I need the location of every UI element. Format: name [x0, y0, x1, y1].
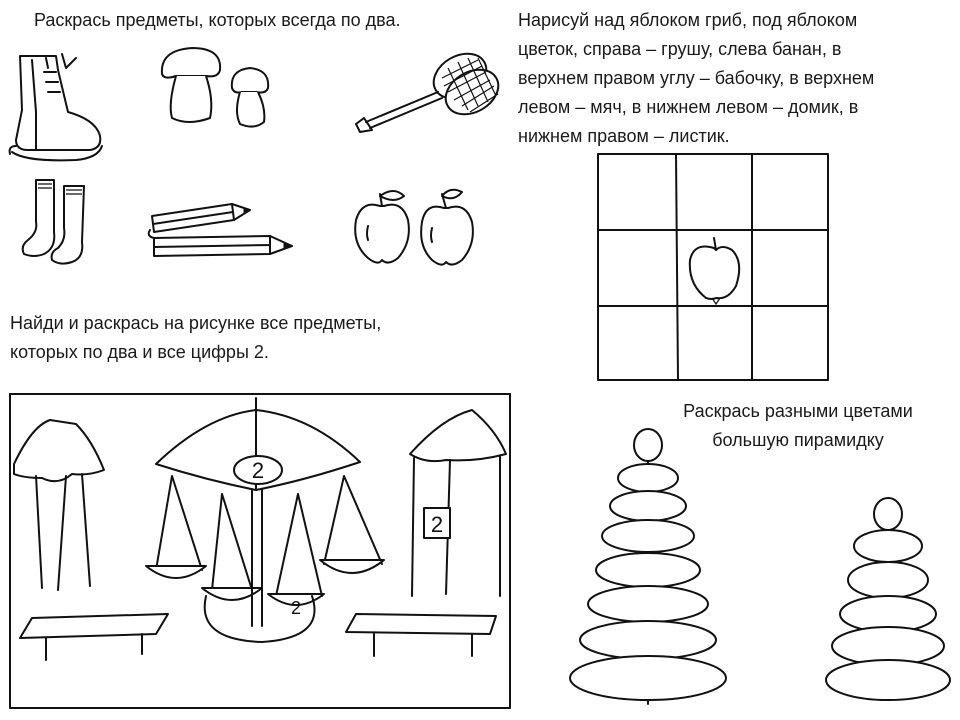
basket-digit: 2 — [291, 598, 301, 618]
small-pyramid — [818, 494, 958, 702]
socks-drawing — [14, 172, 94, 268]
task-scene-line: Найди и раскрась на рисунке все предметы… — [10, 313, 382, 333]
task-grid-line: левом – мяч, в нижнем левом – домик, в — [518, 97, 859, 117]
task-grid-text: Нарисуй над яблоком гриб, под яблоком цв… — [518, 6, 874, 151]
pencils-drawing — [146, 196, 296, 270]
carousel-digit: 2 — [252, 458, 264, 483]
task-grid-line: цветок, справа – грушу, слева банан, в — [518, 39, 842, 59]
tent-digit: 2 — [431, 512, 443, 537]
carnival-scene: 2 2 2 — [6, 390, 514, 712]
rackets-drawing — [350, 48, 510, 138]
big-pyramid — [564, 428, 734, 708]
task-pairs-text: Раскрась предметы, которых всегда по два… — [34, 10, 401, 30]
drawing-grid — [596, 152, 832, 384]
task-pyramid-line: большую пирамидку — [712, 430, 884, 450]
task-scene-line: которых по два и все цифры 2. — [10, 342, 269, 362]
task-pyramid-line: Раскрась разными цветами — [683, 401, 913, 421]
task-grid-line: верхнем правом углу – бабочку, в верхнем — [518, 68, 875, 88]
skates-drawing — [6, 50, 106, 160]
task-pyramid-text: Раскрась разными цветами большую пирамид… — [662, 397, 934, 455]
task-grid-line: нижнем правом – листик. — [518, 126, 730, 146]
apples-drawing — [350, 186, 480, 270]
mushrooms-drawing — [158, 44, 278, 130]
task-scene-text: Найди и раскрась на рисунке все предметы… — [10, 309, 381, 367]
task-grid-line: Нарисуй над яблоком гриб, под яблоком — [518, 10, 858, 30]
